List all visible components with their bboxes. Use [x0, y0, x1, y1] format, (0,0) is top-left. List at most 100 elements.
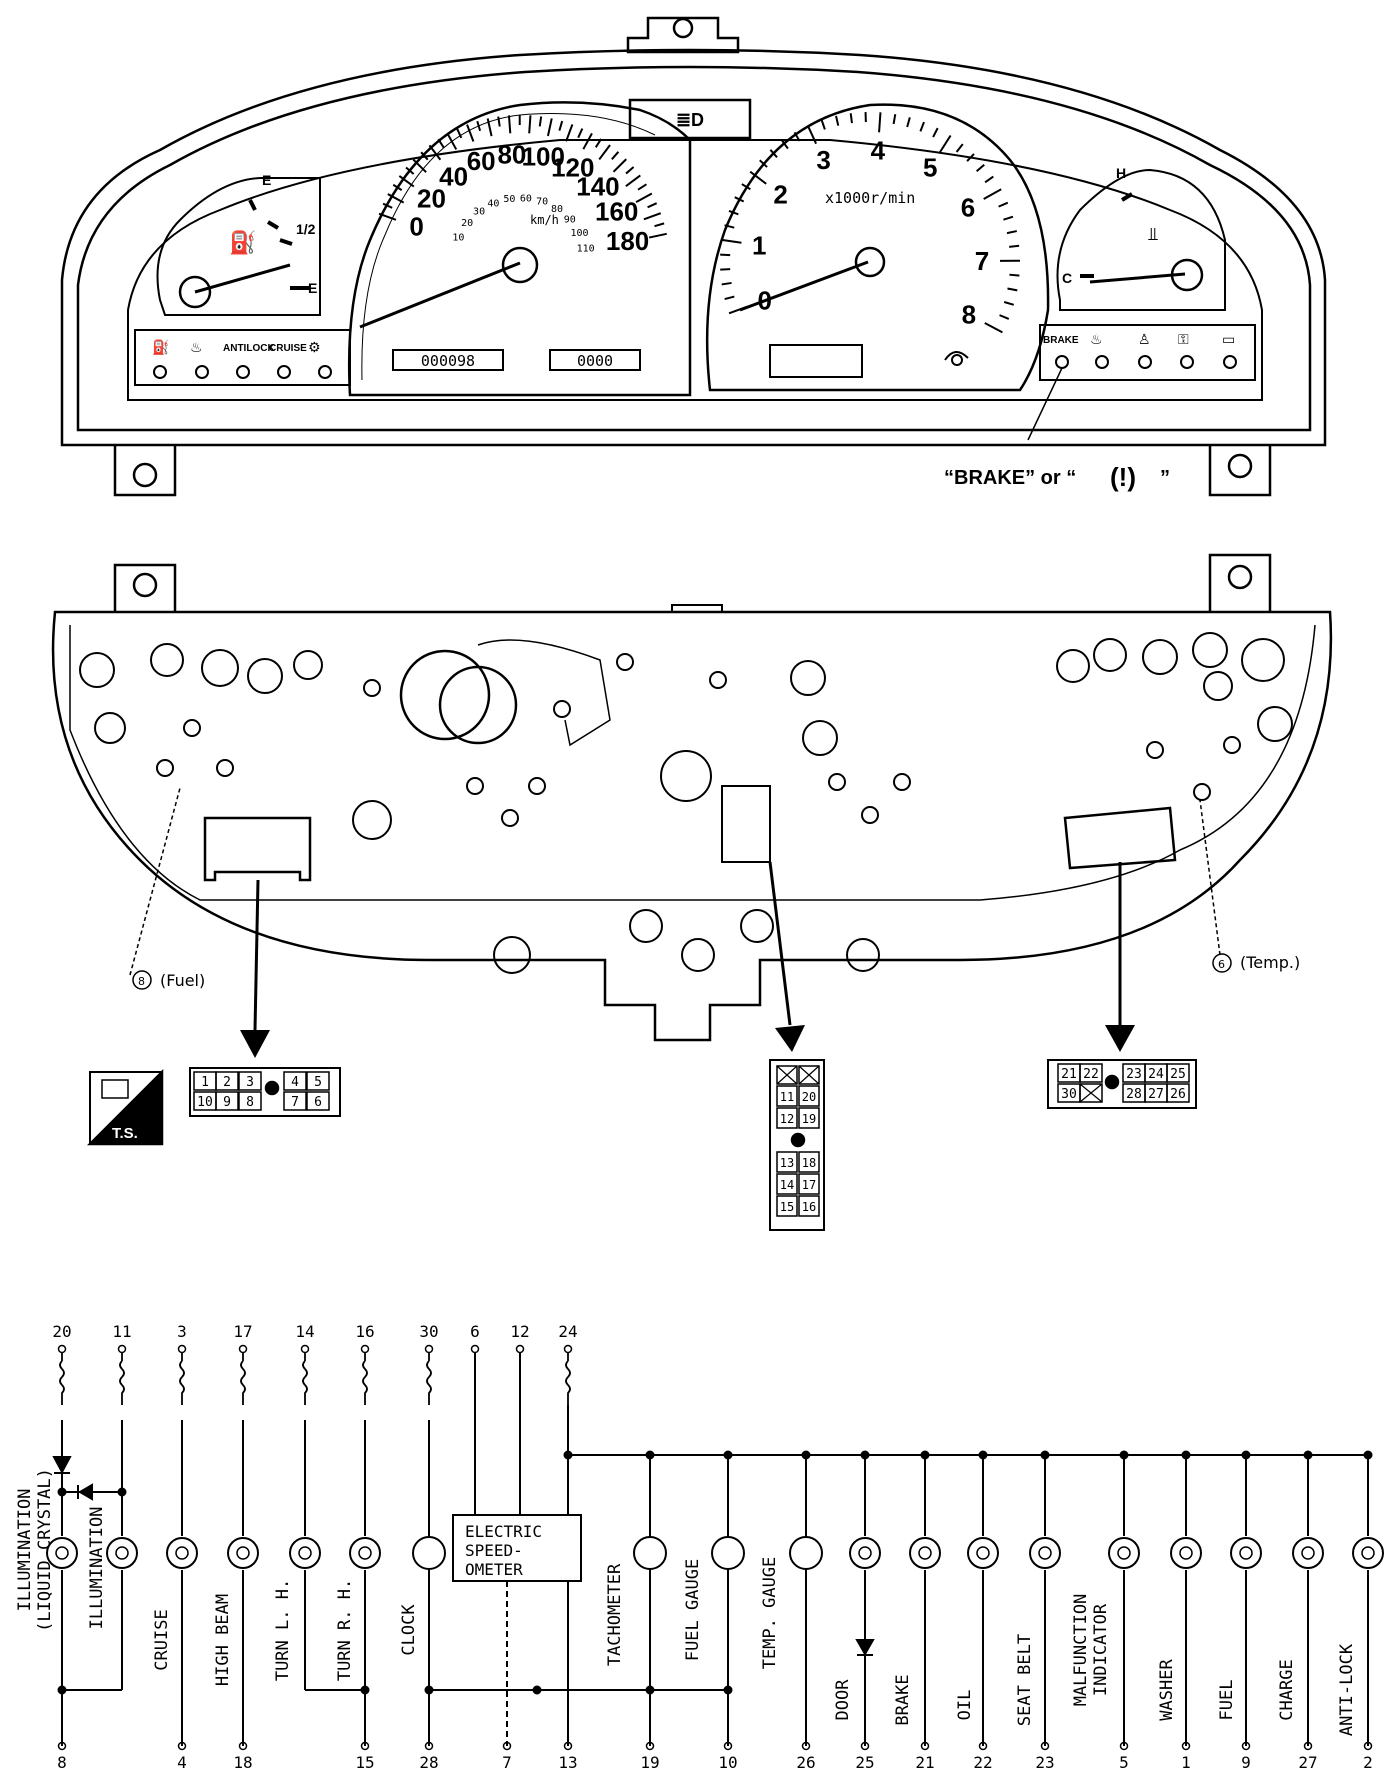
diode-symbol: [52, 1456, 72, 1475]
junction: [563, 1450, 573, 1460]
pin-number: 24: [1148, 1067, 1164, 1082]
oil-warning-icon: ♨: [190, 340, 203, 356]
connector-face-middle: [769, 1059, 825, 1231]
fuel-gauge-label: FUEL GAUGE: [683, 1559, 703, 1661]
malfunction-indicator-icon: ⚙: [308, 340, 321, 356]
tachometer: [705, 103, 1050, 392]
top-pin-number: 6: [470, 1322, 480, 1341]
speedo-outer-label: 0: [409, 211, 423, 241]
turn-lh-bulb: [289, 1537, 321, 1569]
bulb-filament: [1361, 1546, 1375, 1560]
tacho-tick: [734, 196, 745, 203]
pin-cell: [776, 1173, 798, 1195]
pin-number: 8: [246, 1095, 254, 1110]
speedo-tick: [546, 118, 553, 137]
pin-terminal: [57, 1344, 67, 1354]
screws: [156, 653, 1241, 827]
pin-cell: [283, 1091, 307, 1111]
top-pin-number: 16: [355, 1322, 374, 1341]
top-pin-number: 30: [419, 1322, 438, 1341]
bottom-pin-number: 5: [1119, 1753, 1129, 1772]
bottom-pin-number: 2: [1363, 1753, 1373, 1772]
top-pin-number: 3: [177, 1322, 187, 1341]
speedo-tick: [625, 174, 641, 187]
pin-number: 12: [780, 1112, 794, 1126]
speedo-outer-label: 100: [522, 141, 565, 171]
tacho-label: 7: [975, 246, 989, 276]
speedometer-box-text: OMETER: [465, 1560, 523, 1579]
speedo-tick: [378, 212, 397, 221]
fuel-gauge-half-label: 1/2: [296, 221, 316, 237]
pin-number: 30: [1061, 1087, 1077, 1102]
speedometer-box-text: SPEED-: [465, 1541, 523, 1560]
ts-badge-label: T.S.: [112, 1125, 138, 1142]
speedo-inner-label: 110: [577, 243, 595, 254]
speedo-outer-label: 60: [467, 146, 496, 176]
tacho-tick: [932, 127, 939, 138]
fuse-symbol: [240, 1353, 246, 1405]
speedo-tick: [412, 158, 427, 173]
speedo-tick: [382, 202, 393, 209]
oil-pressure-icon: ♨: [1090, 332, 1103, 348]
bottom-pin-number: 4: [177, 1753, 187, 1772]
tacho-tick: [878, 112, 882, 133]
charge-label: CHARGE: [1277, 1659, 1297, 1720]
washer-label: WASHER: [1157, 1659, 1177, 1721]
bulb-filament: [298, 1546, 312, 1560]
tacho-tick: [835, 115, 840, 126]
junction: [57, 1685, 67, 1695]
speedo-tick: [565, 124, 574, 142]
fuse-symbol: [59, 1353, 65, 1405]
pin-number: 15: [780, 1200, 794, 1214]
tacho-tick: [1003, 215, 1014, 221]
fuel-gauge-empty-label: E: [308, 280, 317, 296]
tacho-tick: [1009, 244, 1020, 248]
pin-terminal: [360, 1344, 370, 1354]
temp-sender-label: (Temp.): [1240, 953, 1300, 972]
oil-label: OIL: [955, 1690, 975, 1721]
pin-number: 18: [802, 1156, 816, 1170]
speedo-tick: [643, 212, 662, 221]
diode-symbol: [855, 1639, 875, 1657]
tacho-label: 5: [923, 153, 937, 183]
pin-cell: [1166, 1083, 1190, 1103]
pin-cell: [238, 1091, 262, 1111]
tacho-label: 0: [758, 285, 772, 315]
clock-label: CLOCK: [399, 1604, 419, 1656]
pin-cell: [776, 1107, 798, 1129]
speedo-tick: [456, 128, 463, 139]
brake-warning-symbol: (!): [1110, 462, 1136, 492]
speedo-outer-label: 20: [417, 184, 446, 214]
pin-number: 5: [314, 1075, 322, 1090]
tripmeter-reading: 0000: [577, 352, 613, 370]
connector-key: [790, 1132, 806, 1148]
pin-cell-empty: [798, 1065, 820, 1085]
fuel-warning-icon: ⛽: [152, 339, 169, 356]
cruise-bulb: [166, 1537, 198, 1569]
speedo-inner-label: 30: [473, 207, 485, 218]
antilock-label: ANTILOCK: [223, 343, 275, 354]
fuse-symbol: [565, 1353, 571, 1405]
speedo-tick: [598, 144, 611, 161]
speedo-unit: km/h: [530, 213, 559, 227]
pin-cell: [798, 1107, 820, 1129]
svg-text:≣D: ≣D: [676, 110, 704, 130]
speedo-inner-label: 20: [461, 218, 473, 229]
speedo-tick: [437, 138, 445, 149]
speedo-tick: [648, 232, 667, 239]
speedo-tick: [392, 183, 403, 191]
speedo-inner-label: 70: [536, 197, 548, 208]
right-warning-lamp-panel: [1027, 324, 1256, 441]
illumination-label: ILLUMINATION: [87, 1507, 107, 1630]
bulb-filament: [1038, 1546, 1052, 1560]
tacho-label: 6: [961, 193, 975, 223]
malfunction-label: MALFUNCTION: [1071, 1594, 1091, 1707]
oil-bulb: [967, 1537, 999, 1569]
tacho-label: 2: [773, 180, 787, 210]
tacho-tick: [720, 268, 731, 271]
top-pin-number: 20: [52, 1322, 71, 1341]
pin-number: 1: [201, 1075, 209, 1090]
